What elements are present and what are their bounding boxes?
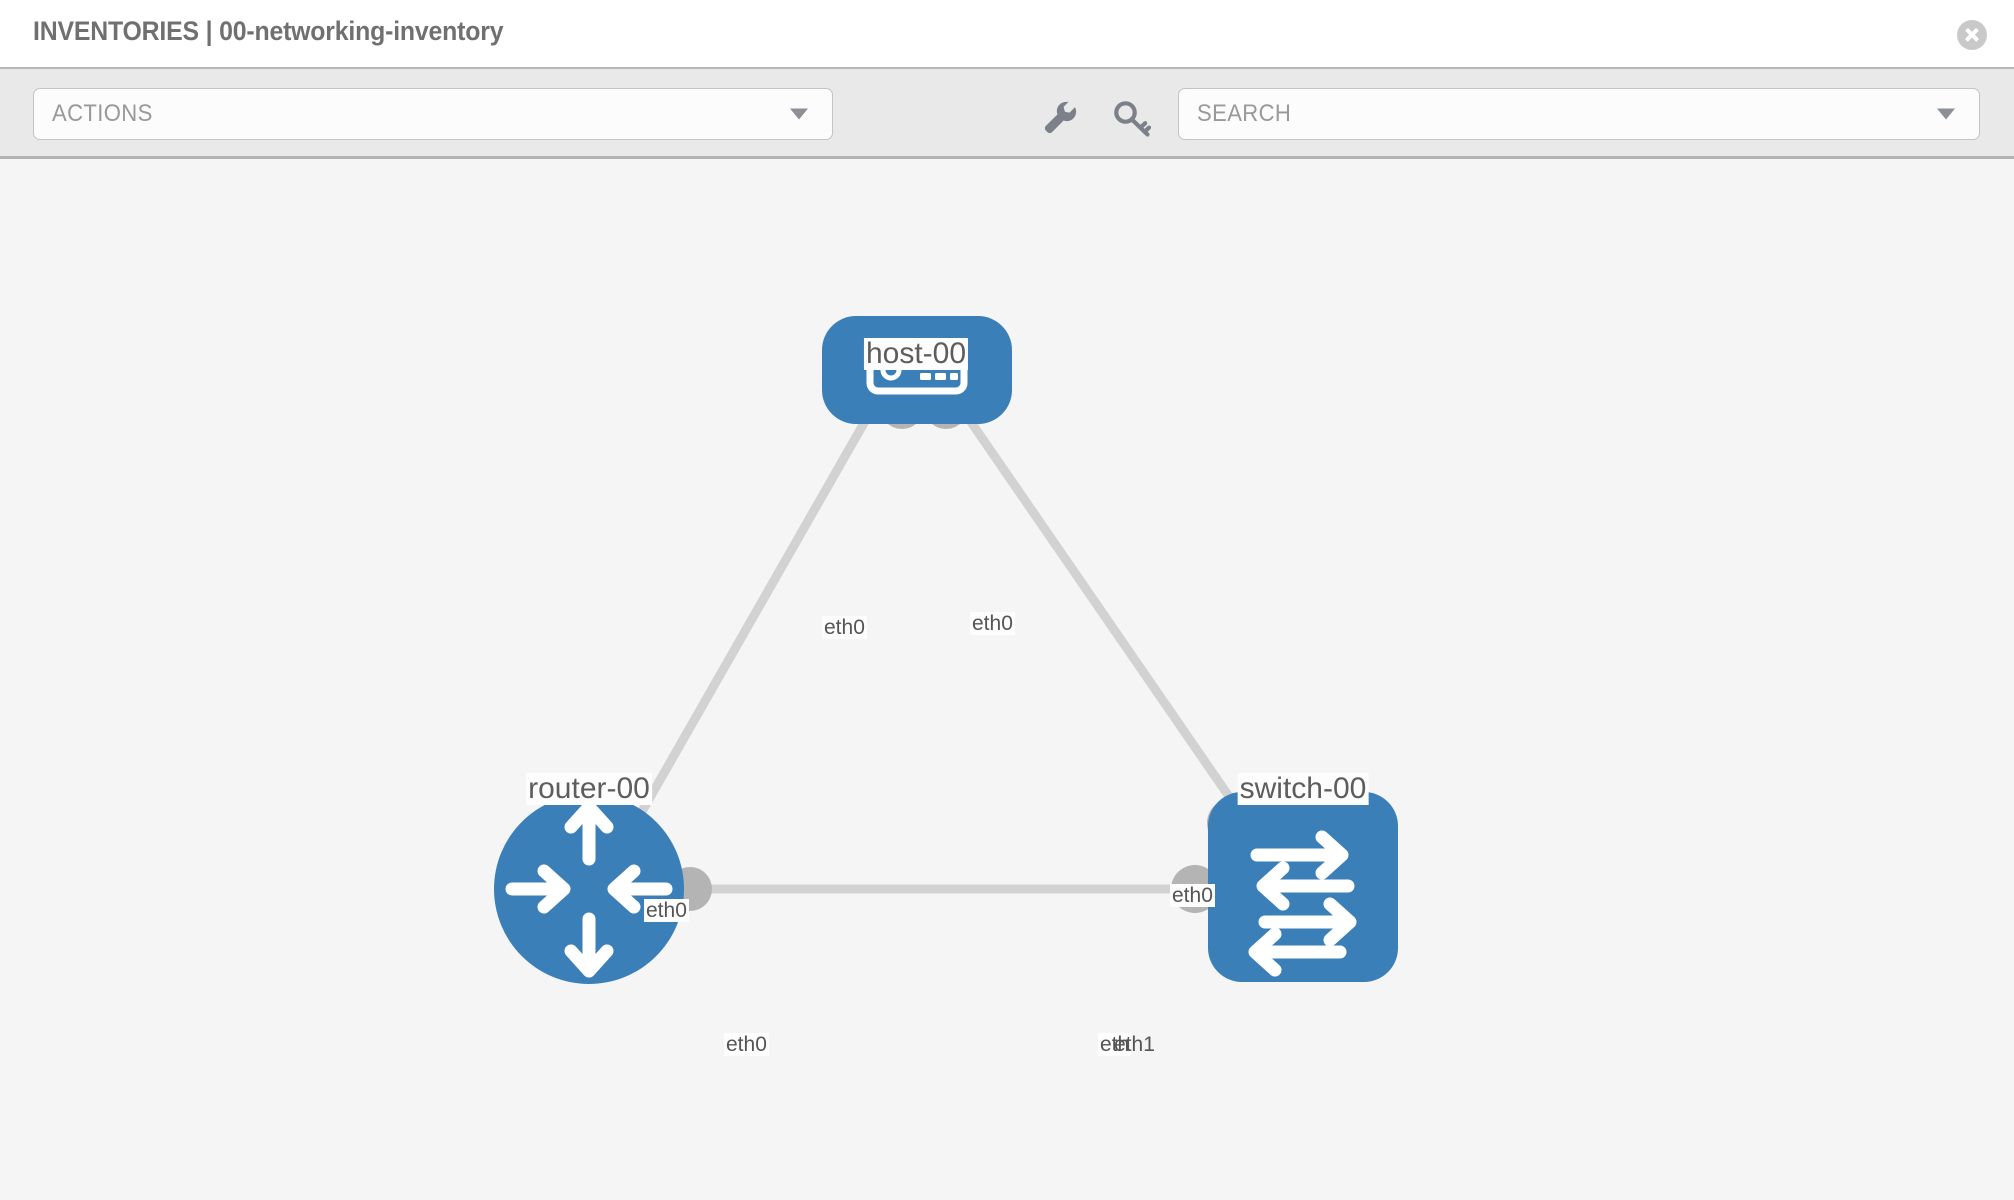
node-label-router: router-00 bbox=[526, 772, 652, 806]
page-header: INVENTORIES | 00-networking-inventory bbox=[0, 0, 2014, 69]
topology-canvas[interactable]: host-00 router-00 switch-00 eth0 eth0 et… bbox=[0, 159, 2014, 1200]
node-switch-00[interactable] bbox=[1208, 792, 1398, 982]
topology-ports bbox=[668, 385, 1255, 913]
edge-label-interface: eth bbox=[1098, 1033, 1132, 1057]
edge-label-interface: eth1 bbox=[1114, 1033, 1155, 1056]
switch-icon bbox=[1248, 830, 1357, 977]
actions-dropdown[interactable]: ACTIONS bbox=[33, 88, 833, 140]
page-title: INVENTORIES | 00-networking-inventory bbox=[33, 16, 504, 46]
topology-graph bbox=[494, 316, 1398, 984]
wrench-icon[interactable] bbox=[1038, 96, 1082, 140]
edge-label-interface: eth0 bbox=[644, 899, 689, 923]
topology-links bbox=[596, 406, 1294, 894]
search-input[interactable]: SEARCH bbox=[1178, 88, 1980, 140]
edge-label-interface: eth0 bbox=[1170, 884, 1215, 908]
close-icon[interactable] bbox=[1957, 20, 1987, 50]
chevron-down-icon bbox=[790, 108, 808, 120]
edge-label-interface: eth0 bbox=[724, 1033, 769, 1057]
router-icon bbox=[505, 800, 673, 978]
search-placeholder: SEARCH bbox=[1197, 100, 1292, 127]
edge-label-interface: eth0 bbox=[822, 616, 867, 640]
link-router-host[interactable] bbox=[596, 406, 876, 888]
toolbar: ACTIONS SEARCH bbox=[0, 69, 2014, 159]
key-icon[interactable] bbox=[1111, 96, 1155, 140]
edge-label-interface: eth0 bbox=[970, 612, 1015, 636]
actions-dropdown-label: ACTIONS bbox=[52, 100, 153, 127]
chevron-down-icon bbox=[1937, 108, 1955, 120]
node-label-host: host-00 bbox=[863, 337, 969, 371]
node-label-switch: switch-00 bbox=[1237, 772, 1369, 806]
node-router-00[interactable] bbox=[494, 794, 684, 984]
